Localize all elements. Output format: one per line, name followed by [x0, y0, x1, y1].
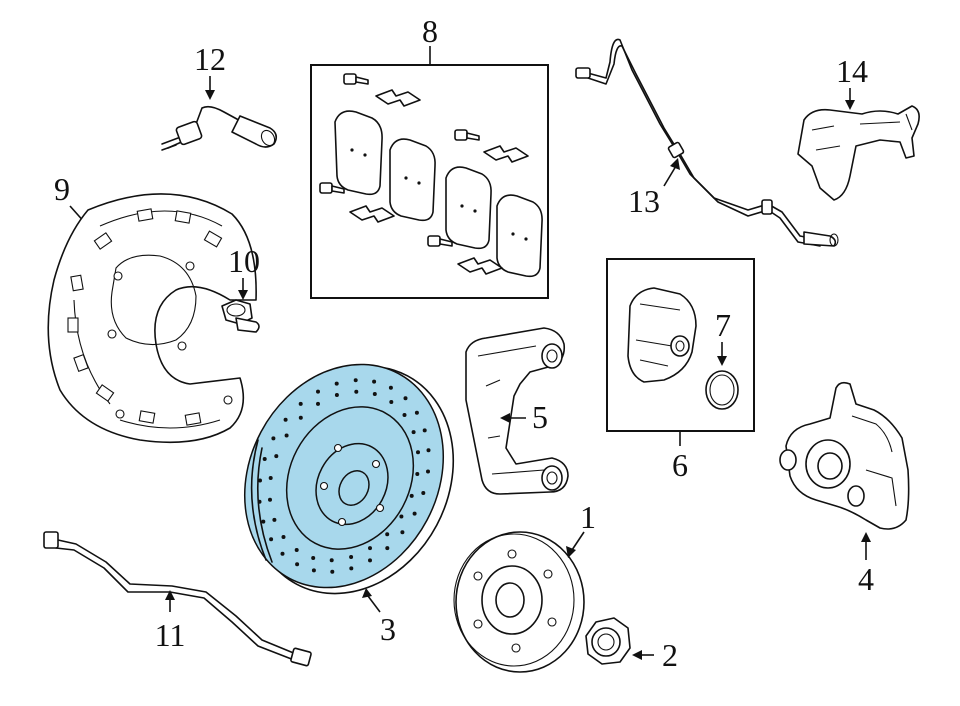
callout-13: 13 [628, 183, 660, 219]
callout-12: 12 [194, 41, 226, 77]
rotor-drill-hole [311, 556, 316, 560]
rotor-drill-hole [274, 454, 279, 459]
callout-9: 9 [54, 171, 70, 207]
caliper-kit-group: 6 7 [606, 258, 755, 483]
wear-sensor-long [575, 38, 839, 247]
pad-clip [457, 257, 503, 275]
rotor-drill-hole [316, 401, 320, 406]
rotor-drill-hole [298, 401, 303, 406]
rotor-drill-hole [426, 448, 431, 453]
rotor-drill-hole [353, 378, 358, 383]
rotor-drill-hole [298, 415, 303, 420]
rotor-drill-hole [354, 389, 359, 394]
rotor-drill-hole [422, 428, 427, 433]
caliper-piston-housing [627, 287, 697, 383]
rotor-drill-hole [412, 511, 417, 516]
rotor-drill-hole [262, 457, 267, 461]
rotor-drill-hole [261, 519, 266, 524]
rotor-drill-hole [368, 558, 372, 563]
rotor-drill-hole [316, 389, 320, 394]
callout-8: 8 [422, 13, 438, 49]
callout-7: 7 [715, 307, 731, 343]
brake-pad [334, 110, 383, 196]
pad-bolt [343, 73, 369, 85]
rotor-drill-hole [349, 555, 354, 559]
rotor-drill-hole [409, 493, 414, 498]
callout-2: 2 [662, 637, 678, 673]
rotor-drill-hole [258, 478, 262, 483]
rotor-drill-hole [271, 436, 276, 441]
pad-clip [375, 89, 421, 107]
rotor-drill-hole [400, 530, 405, 535]
rotor-drill-hole [399, 514, 404, 519]
rotor-drill-hole [295, 562, 300, 567]
rotor-drill-hole [269, 537, 274, 542]
rotor-drill-hole [426, 469, 430, 474]
rotor-drill-hole [268, 497, 272, 502]
rotor-drill-hole [272, 517, 277, 522]
rotor-drill-hole [334, 393, 339, 397]
rotor-drill-hole [281, 535, 286, 539]
caliper-bracket [465, 327, 569, 495]
rotor-drill-hole [311, 568, 316, 573]
rotor-drill-hole [268, 476, 273, 480]
callout-11: 11 [155, 617, 186, 653]
rotor-drill-hole [283, 417, 288, 422]
pad-bolt [427, 235, 453, 247]
rotor-drill-hole [329, 558, 334, 563]
pad-clip [349, 205, 395, 223]
wheel-hub [453, 531, 585, 673]
callout-3: 3 [380, 611, 396, 647]
rotor-drill-hole [349, 566, 354, 571]
rotor-drill-hole [403, 396, 408, 401]
pad-bolt [319, 182, 345, 194]
rotor-drill-hole [421, 491, 426, 495]
sensor-bracket: 14 [797, 53, 920, 201]
rotor-drill-hole [388, 385, 393, 390]
brake-rotor [243, 363, 455, 595]
callout-6: 6 [672, 447, 688, 483]
brake-caliper [779, 381, 910, 530]
wear-sensor-short: 12 [161, 41, 278, 151]
rotor-drill-hole [389, 400, 394, 404]
rotor-drill-hole [284, 433, 289, 438]
rotor-drill-hole [416, 450, 420, 455]
callout-14: 14 [836, 53, 868, 89]
rotor-drill-hole [385, 546, 390, 551]
brake-pad [445, 166, 492, 250]
rotor-drill-hole [372, 379, 377, 384]
rotor-drill-hole [411, 430, 416, 435]
rotor-drill-hole [280, 551, 285, 556]
o-ring [705, 370, 739, 410]
callout-4: 4 [858, 561, 874, 597]
shield-bolt: 10 [221, 243, 260, 333]
rotor-drill-hole [414, 410, 419, 415]
callout-1: 1 [580, 499, 596, 535]
pad-bolt [454, 129, 480, 141]
callout-5: 5 [532, 399, 548, 435]
brake-pad [496, 194, 543, 278]
rotor-drill-holes [257, 378, 431, 574]
rotor-drill-hole [385, 532, 390, 537]
callout-10: 10 [228, 243, 260, 279]
rotor-drill-hole [368, 546, 372, 551]
rotor-drill-hole [330, 569, 335, 574]
axle-nut [585, 617, 631, 665]
pad-clip [483, 145, 529, 163]
dust-shield: 9 [47, 171, 257, 444]
rotor-drill-hole [294, 548, 299, 552]
rotor-drill-hole [415, 472, 420, 476]
rotor-drill-hole [402, 413, 407, 417]
rotor-drill-hole [372, 392, 377, 396]
brake-pad-kit-group: 8 [310, 13, 549, 299]
brake-pad [389, 138, 436, 222]
rotor-drill-hole [334, 381, 339, 386]
